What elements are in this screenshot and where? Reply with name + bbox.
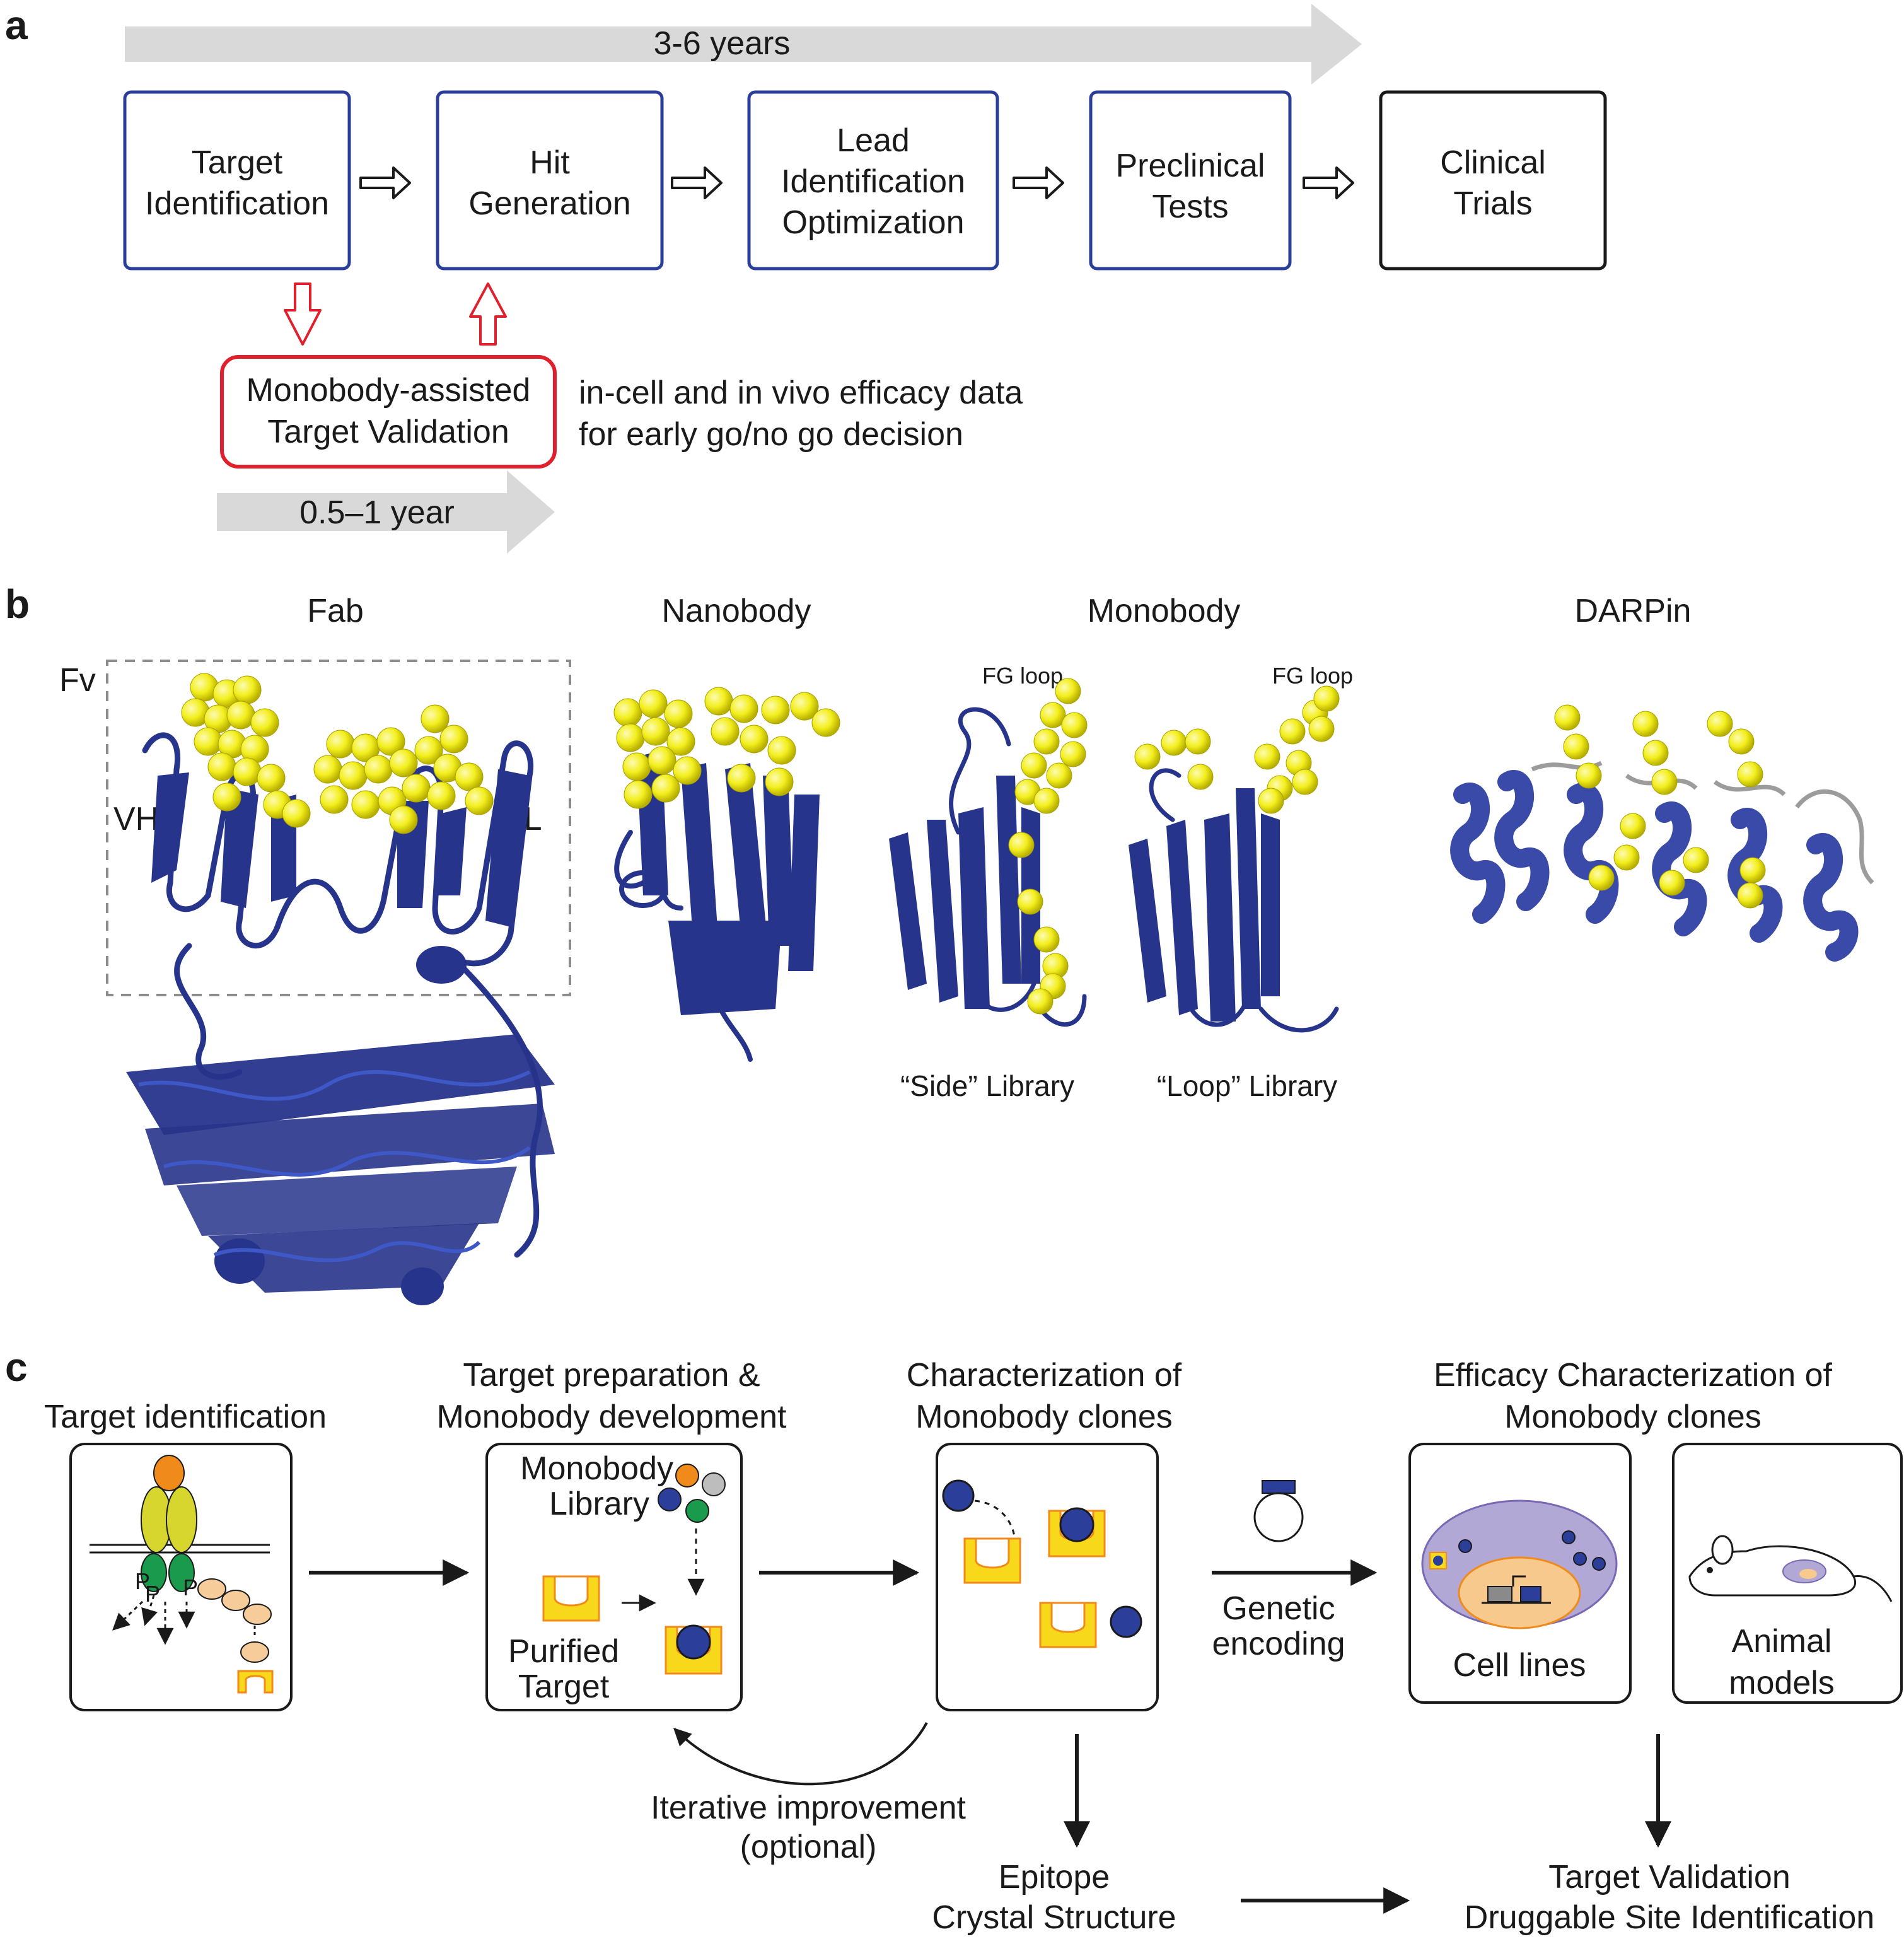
genetic-encoding-line: encoding bbox=[1212, 1626, 1345, 1662]
step3-title-line: Characterization of bbox=[907, 1357, 1182, 1394]
library-label-line: Library bbox=[549, 1486, 649, 1522]
side-library-label: “Side” Library bbox=[900, 1069, 1074, 1102]
epitope-label-line: Epitope bbox=[999, 1859, 1110, 1895]
monobody-icon bbox=[942, 1479, 975, 1512]
nanobody-structure bbox=[613, 687, 840, 1062]
timeline-long-label: 3-6 years bbox=[654, 25, 791, 62]
title-monobody: Monobody bbox=[1088, 593, 1241, 629]
stage-label-line: Clinical bbox=[1440, 144, 1546, 181]
stage-label-line: Generation bbox=[468, 185, 630, 222]
monobody-icon bbox=[1059, 1507, 1094, 1542]
cell-lines-label: Cell lines bbox=[1453, 1647, 1586, 1684]
stage-label-line: Lead bbox=[837, 122, 910, 159]
stage-lead-optimization: Lead Identification Optimization bbox=[747, 90, 999, 271]
panel-a-letter: a bbox=[5, 3, 28, 48]
validation-box-line: Monobody-assisted bbox=[247, 372, 531, 409]
stage-preclinical-tests: Preclinical Tests bbox=[1089, 90, 1292, 271]
fv-label: Fv bbox=[59, 662, 96, 699]
red-down-arrow-icon bbox=[284, 282, 322, 346]
monobody-icon bbox=[1110, 1605, 1142, 1638]
stage-label-line: Target bbox=[192, 144, 283, 181]
vh-label: VH bbox=[113, 801, 159, 837]
red-up-arrow-icon bbox=[469, 282, 507, 346]
stage-label-line: Identification bbox=[145, 185, 329, 222]
stage-label-line: Hit bbox=[530, 144, 570, 181]
stage-label-line: Trials bbox=[1453, 185, 1532, 222]
library-label-line: Monobody bbox=[520, 1450, 673, 1487]
stage-label-line: Preclinical bbox=[1116, 148, 1265, 184]
purified-target-line: Purified bbox=[508, 1633, 619, 1670]
target-pocket-icon bbox=[963, 1537, 1021, 1584]
fab-constant-region bbox=[126, 1034, 555, 1305]
iterative-arrow bbox=[673, 1722, 928, 1786]
mouse-icon bbox=[1688, 1535, 1893, 1602]
step3-box bbox=[936, 1443, 1159, 1711]
target-pocket-icon bbox=[542, 1575, 600, 1622]
step4-title-line: Efficacy Characterization of bbox=[1434, 1357, 1833, 1394]
fg-loop-label: FG loop bbox=[1272, 663, 1353, 689]
title-fab: Fab bbox=[307, 593, 364, 629]
stage-label-line: Optimization bbox=[782, 204, 965, 241]
stage-target-identification: Target Identification bbox=[123, 90, 351, 271]
hollow-arrow-icon bbox=[359, 166, 411, 199]
monobody-icon bbox=[676, 1624, 711, 1660]
step3-title-line: Monobody clones bbox=[915, 1399, 1173, 1435]
validation-note-line: in-cell and in vivo efficacy data bbox=[579, 375, 1023, 411]
step1-title: Target identification bbox=[44, 1399, 327, 1435]
stage-label-line: Identification bbox=[781, 163, 965, 200]
phospho-label: P bbox=[145, 1581, 160, 1607]
timeline-long-arrow bbox=[125, 4, 1362, 84]
fv-dashed-box bbox=[106, 660, 571, 996]
validation-label-line: Druggable Site Identification bbox=[1465, 1899, 1874, 1936]
step1-box: P P P bbox=[69, 1443, 293, 1711]
panel-c-letter: c bbox=[5, 1344, 28, 1390]
genetic-encoding-line: Genetic bbox=[1222, 1590, 1335, 1627]
hollow-arrow-icon bbox=[671, 166, 723, 199]
hollow-arrow-icon bbox=[1303, 166, 1354, 199]
monobody-loop-structure: FG loop “Loop” Library bbox=[1129, 663, 1353, 1102]
step2-title-line: Target preparation & bbox=[463, 1357, 760, 1394]
target-pocket-icon bbox=[237, 1670, 274, 1694]
timeline-short-arrow bbox=[217, 470, 555, 554]
darpin-structure bbox=[1450, 704, 1874, 962]
stage-hit-generation: Hit Generation bbox=[436, 90, 664, 271]
nucleus-icon bbox=[1458, 1556, 1581, 1629]
ligand-icon bbox=[153, 1455, 185, 1491]
fab-cdr-residues bbox=[181, 673, 494, 834]
genetic-encoding-icon bbox=[1253, 1480, 1304, 1542]
loop-library-label: “Loop” Library bbox=[1157, 1069, 1337, 1102]
validation-note-line: for early go/no go decision bbox=[579, 416, 963, 453]
animal-models-line: models bbox=[1729, 1665, 1835, 1701]
validation-label-line: Target Validation bbox=[1548, 1859, 1791, 1895]
stage-clinical-trials: Clinical Trials bbox=[1379, 90, 1607, 271]
iterative-label-line: Iterative improvement bbox=[651, 1790, 967, 1826]
validation-box-line: Target Validation bbox=[267, 414, 509, 450]
animal-models-box: Animal models bbox=[1672, 1443, 1903, 1704]
animal-models-line: Animal bbox=[1732, 1623, 1832, 1660]
validation-box: Monobody-assisted Target Validation bbox=[220, 355, 557, 469]
stage-label-line: Tests bbox=[1152, 189, 1228, 225]
phospho-label: P bbox=[183, 1575, 198, 1600]
epitope-label-line: Crystal Structure bbox=[932, 1899, 1176, 1936]
fg-loop-label: FG loop bbox=[982, 663, 1063, 689]
step4-title-line: Monobody clones bbox=[1504, 1399, 1762, 1435]
step2-title-line: Monobody development bbox=[436, 1399, 787, 1435]
purified-target-line: Target bbox=[518, 1668, 610, 1705]
fab-structure: Fv VH VL bbox=[59, 660, 571, 1305]
panel-b-letter: b bbox=[5, 581, 30, 627]
monobody-side-structure: FG loop “Side” Library bbox=[889, 663, 1088, 1102]
title-nanobody: Nanobody bbox=[661, 593, 811, 629]
target-pocket-icon bbox=[1039, 1602, 1097, 1648]
cell-lines-box: Cell lines bbox=[1408, 1443, 1632, 1704]
step2-box: Monobody Library Purified Target bbox=[485, 1443, 743, 1711]
iterative-label-line: (optional) bbox=[740, 1829, 877, 1865]
phospho-label: P bbox=[135, 1568, 150, 1594]
timeline-short-label: 0.5–1 year bbox=[299, 494, 455, 531]
hollow-arrow-icon bbox=[1013, 166, 1064, 199]
title-darpin: DARPin bbox=[1575, 593, 1692, 629]
